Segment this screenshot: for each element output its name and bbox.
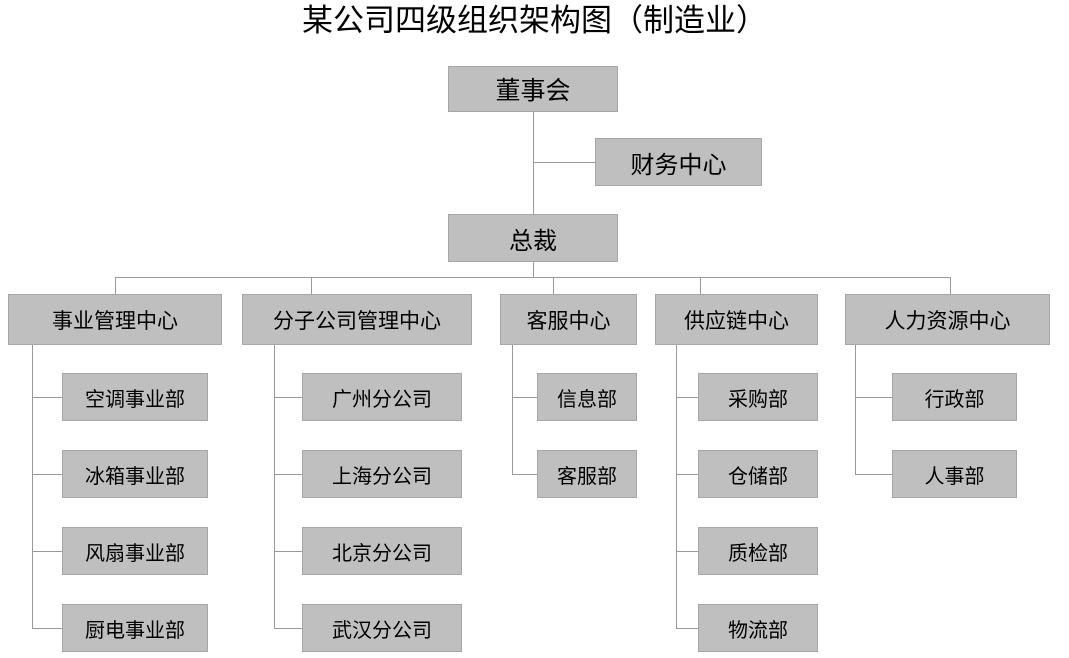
connector-board-to-finance (533, 162, 595, 163)
connector-hr-to-personnel (855, 474, 892, 475)
connector-service-to-info (512, 397, 537, 398)
node-president[interactable]: 总裁 (448, 214, 618, 262)
connector-bus-drop-subco (311, 277, 312, 294)
node-kitchen-appliance-division[interactable]: 厨电事业部 (62, 604, 208, 652)
connector-subco-to-wh (274, 628, 302, 629)
node-quality-control-department[interactable]: 质检部 (698, 527, 818, 575)
connector-service-trunk (512, 345, 513, 474)
node-business-management-center[interactable]: 事业管理中心 (8, 294, 222, 345)
page-title: 某公司四级组织架构图（制造业） (302, 3, 767, 38)
node-beijing-branch[interactable]: 北京分公司 (302, 527, 462, 575)
connector-president-stem (533, 262, 534, 278)
connector-supply-to-purchase (676, 397, 698, 398)
connector-bus-drop-service (553, 277, 554, 294)
node-administration-department[interactable]: 行政部 (892, 373, 1017, 421)
node-fan-division[interactable]: 风扇事业部 (62, 527, 208, 575)
node-customer-service-department[interactable]: 客服部 (537, 450, 637, 498)
node-shanghai-branch[interactable]: 上海分公司 (302, 450, 462, 498)
node-air-conditioner-division[interactable]: 空调事业部 (62, 373, 208, 421)
node-board[interactable]: 董事会 (448, 66, 618, 112)
connector-service-to-cs (512, 474, 537, 475)
connector-biz-to-ac (32, 397, 62, 398)
connector-bus-drop-biz (115, 277, 116, 294)
connector-biz-trunk (32, 345, 33, 628)
node-information-department[interactable]: 信息部 (537, 373, 637, 421)
node-purchasing-department[interactable]: 采购部 (698, 373, 818, 421)
node-warehouse-department[interactable]: 仓储部 (698, 450, 818, 498)
node-finance-center[interactable]: 财务中心 (595, 138, 762, 186)
connector-supply-trunk (676, 345, 677, 628)
node-logistics-department[interactable]: 物流部 (698, 604, 818, 652)
connector-supply-to-warehouse (676, 474, 698, 475)
connector-subco-to-sh (274, 474, 302, 475)
connector-biz-to-kitchen (32, 628, 62, 629)
connector-biz-to-fan (32, 551, 62, 552)
connector-hr-trunk (855, 345, 856, 474)
connector-supply-to-logistics (676, 628, 698, 629)
connector-subco-trunk (274, 345, 275, 628)
node-wuhan-branch[interactable]: 武汉分公司 (302, 604, 462, 652)
connector-level3-bus (115, 277, 951, 278)
node-subsidiary-management-center[interactable]: 分子公司管理中心 (242, 294, 472, 345)
node-guangzhou-branch[interactable]: 广州分公司 (302, 373, 462, 421)
connector-subco-to-gz (274, 397, 302, 398)
connector-subco-to-bj (274, 551, 302, 552)
connector-supply-to-qc (676, 551, 698, 552)
node-supply-chain-center[interactable]: 供应链中心 (655, 294, 818, 345)
connector-biz-to-fridge (32, 474, 62, 475)
node-refrigerator-division[interactable]: 冰箱事业部 (62, 450, 208, 498)
connector-bus-drop-supply (700, 277, 701, 294)
connector-hr-to-admin (855, 397, 892, 398)
node-human-resources-center[interactable]: 人力资源中心 (845, 294, 1050, 345)
node-customer-service-center[interactable]: 客服中心 (500, 294, 637, 345)
connector-bus-drop-hr (950, 277, 951, 294)
node-personnel-department[interactable]: 人事部 (892, 450, 1017, 498)
